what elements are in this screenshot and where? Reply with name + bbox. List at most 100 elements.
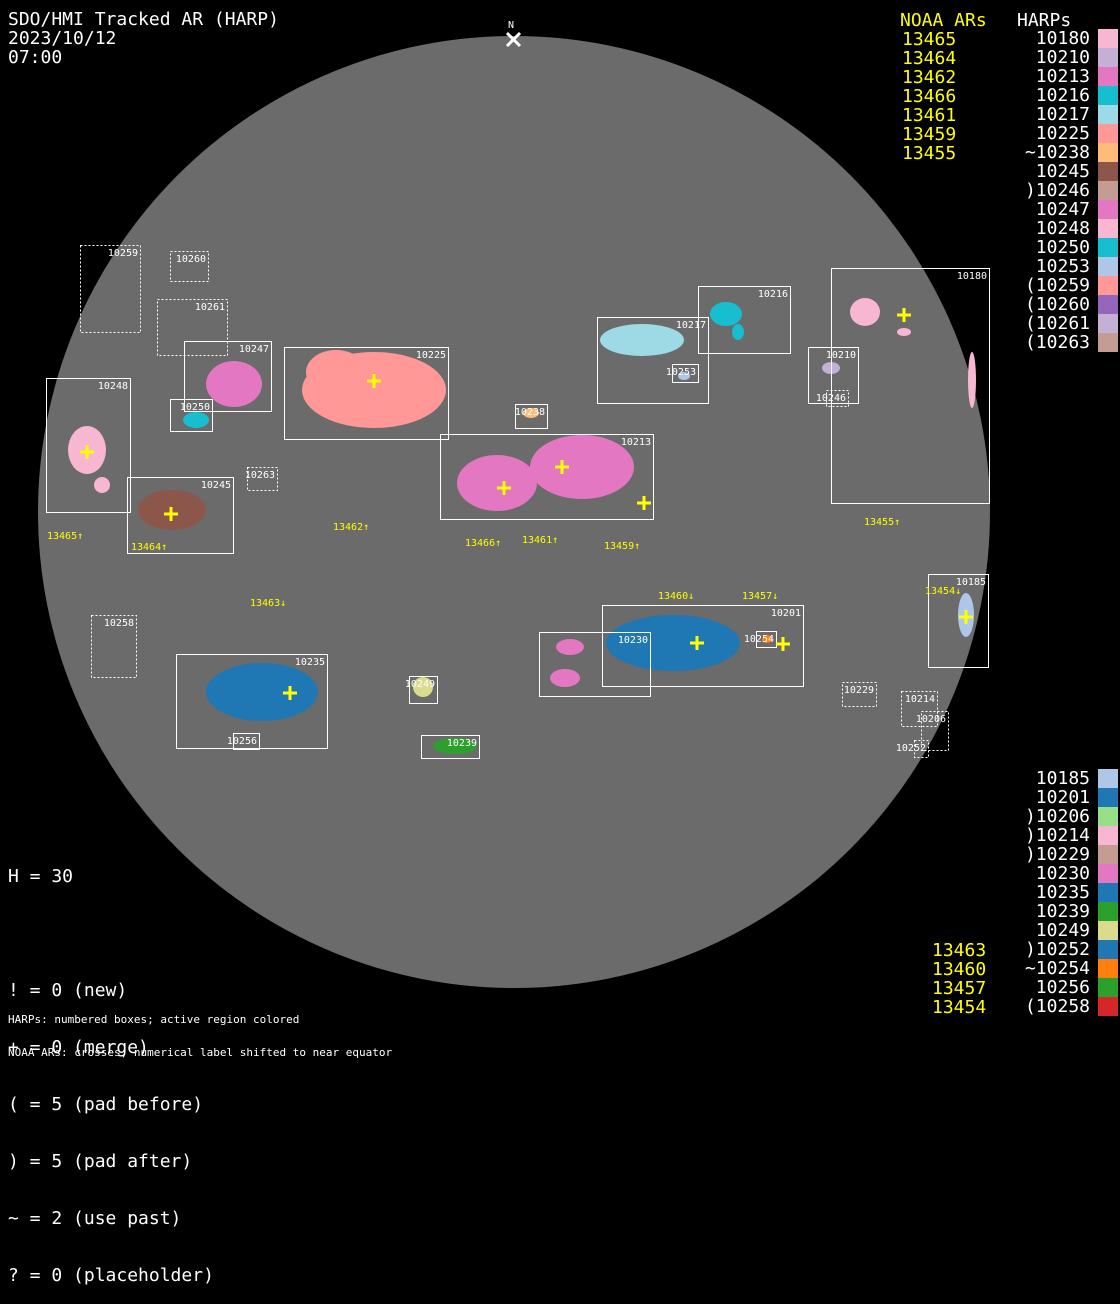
north-marker-icon [505,31,522,48]
color-swatch [1098,845,1118,864]
noaa-cross-icon [897,308,911,322]
stat-line: ( = 5 (pad before) [8,1094,204,1115]
harp-box [672,364,699,383]
harp-box [127,477,234,554]
noaa-cross-icon [283,686,297,700]
noaa-ar-label: 13454↓ [925,586,961,597]
active-region-blob [206,663,318,721]
active-region-blob [600,324,684,356]
harp-id: 10256 [1024,977,1090,998]
harp-box-label: 10180 [957,271,987,282]
harp-box-label: 10249 [405,679,435,690]
active-region-blob [897,328,911,336]
harp-box-label: 10239 [447,738,477,749]
harp-legend-item: )10229 [1025,845,1118,864]
harp-id: 10230 [1024,863,1090,884]
harp-box-label: 10217 [676,320,706,331]
harp-id: 10185 [1024,768,1090,789]
harp-id: 10225 [1024,123,1090,144]
harp-legend-item: 10245 [1025,162,1118,181]
harp-box-label: 10245 [201,480,231,491]
harp-id: 10239 [1024,901,1090,922]
harp-box [914,740,929,758]
harp-id: )10206 [1024,806,1090,827]
harp-legend-item: 10217 [1025,105,1118,124]
harp-box [698,286,791,354]
noaa-ar-id: 13463 [932,940,987,961]
footer-line: NOAA ARs: crosses; numerical label shift… [8,1046,393,1059]
harp-box [170,399,213,432]
harp-box [440,434,654,520]
active-region-blob [183,412,209,428]
active-region-blob [413,677,433,697]
color-swatch [1098,276,1118,295]
harps-heading: HARPs [1017,10,1072,31]
harp-legend-item: (10261 [1025,314,1118,333]
harp-box [233,733,260,750]
harp-box-label: 10254 [744,634,774,645]
noaa-ar-label: 13465↑ [47,531,83,542]
harp-legend-item: 10256 [1025,978,1118,997]
color-swatch [1098,162,1118,181]
harp-id: 10250 [1024,237,1090,258]
color-swatch [1098,86,1118,105]
harp-box [247,467,278,491]
stat-line: ! = 0 (new) [8,980,128,1001]
harp-box-label: 10260 [176,254,206,265]
noaa-ar-label: 13466↑ [465,538,501,549]
color-swatch [1098,105,1118,124]
harp-id: (10258 [1024,996,1090,1017]
harp-id: (10263 [1024,332,1090,353]
color-swatch [1098,826,1118,845]
color-swatch [1098,124,1118,143]
harp-id: )10214 [1024,825,1090,846]
harp-legend-item: ~10254 [1025,959,1118,978]
harp-box [928,574,989,668]
color-swatch [1098,29,1118,48]
harp-box-label: 10185 [956,577,986,588]
harp-box [842,682,877,707]
harp-box-label: 10213 [621,437,651,448]
color-swatch [1098,333,1118,352]
harp-legend-item: )10252 [1025,940,1118,959]
harp-id: )10229 [1024,844,1090,865]
harp-id: (10260 [1024,294,1090,315]
active-region-blob [530,435,634,499]
active-region-blob [732,324,744,340]
color-swatch [1098,788,1118,807]
harp-box [826,390,849,407]
harp-box-label: 10253 [666,367,696,378]
harp-box-label: 10258 [104,618,134,629]
noaa-ar-id: 13461 [902,105,957,126]
noaa-ar-id: 13457 [932,978,987,999]
harp-box-label: 10261 [195,302,225,313]
harp-box [539,632,651,697]
noaa-cross-icon [637,496,651,510]
noaa-ar-id: 13465 [902,29,957,50]
active-region-blob [968,352,976,408]
harp-box [602,605,804,687]
harp-box [284,347,449,440]
stat-line: ? = 0 (placeholder) [8,1265,214,1286]
active-region-blob [606,615,740,671]
harp-id: 10245 [1024,161,1090,182]
harp-id: 10235 [1024,882,1090,903]
active-region-blob [850,298,880,326]
color-swatch [1098,314,1118,333]
harp-id: )10252 [1024,939,1090,960]
harp-box [184,341,272,412]
harp-legend-item: 10213 [1025,67,1118,86]
harp-box [409,676,438,704]
north-label: N [508,20,514,31]
color-swatch [1098,769,1118,788]
harp-box-label: 10214 [905,694,935,705]
active-regions [68,298,976,754]
harp-box [80,245,141,333]
time: 07:00 [8,47,63,68]
harp-box [421,735,480,759]
harp-box-label: 10201 [771,608,801,619]
noaa-ar-label: 13459↑ [604,541,640,552]
harp-legend-item: 10249 [1025,921,1118,940]
harp-legend-item: 10225 [1025,124,1118,143]
